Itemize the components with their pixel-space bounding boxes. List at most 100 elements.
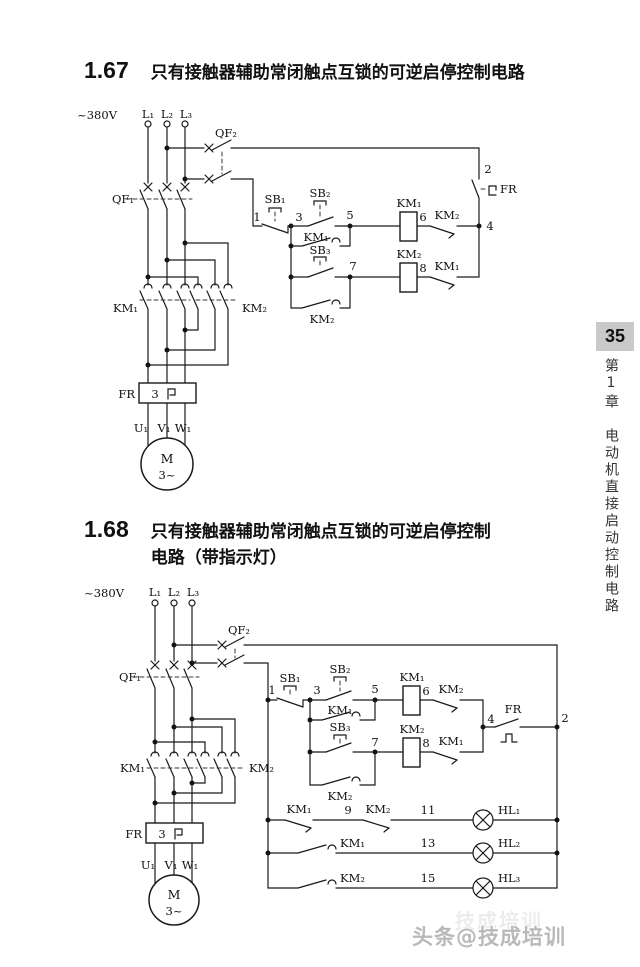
node-8: 8: [419, 261, 426, 275]
motor-168: U₁ V₁ W₁ M 3~: [141, 858, 200, 926]
motor-167: U₁ V₁ W₁ M 3~: [134, 421, 194, 491]
control-circuit-168: 1 SB₁ 3 SB₂ 5 KM: [265, 644, 569, 889]
km1-coil-label: KM₁: [400, 670, 425, 684]
thermal-relay-168: FR 3: [125, 822, 204, 844]
motor-m-label: M: [168, 887, 181, 902]
motor-phase-label: 3~: [166, 904, 183, 918]
km1-main-label: KM₁: [113, 301, 138, 315]
qf1-label: QF₁: [119, 670, 141, 684]
section-168-title-line2: 电路（带指示灯）: [150, 548, 287, 568]
km1-nc-label: KM₁: [435, 259, 460, 273]
qf1-label: QF₁: [112, 192, 134, 206]
node-11: 11: [421, 803, 436, 817]
km2-lamp-no-label: KM₂: [340, 871, 365, 885]
node-9: 9: [344, 803, 351, 817]
w1-label: W₁: [182, 858, 198, 872]
node-2: 2: [484, 162, 491, 176]
km1-coil-label: KM₁: [397, 196, 422, 210]
motor-phase-label: 3~: [159, 468, 176, 482]
fr-box-label: FR: [118, 387, 135, 401]
qf2-label: QF₂: [215, 126, 237, 140]
sb3-label: SB₃: [310, 243, 331, 257]
km1-main-label: KM₁: [120, 761, 145, 775]
main-wires-168: [154, 605, 193, 885]
voltage-label: ~380V: [84, 586, 125, 600]
phase-l1-label: L₁: [149, 585, 161, 599]
node-15: 15: [421, 871, 436, 885]
v1-label: V₁: [157, 421, 171, 435]
sb1-label: SB₁: [280, 671, 301, 685]
qf2-breaker-168: QF₂: [171, 623, 558, 701]
node-4: 4: [486, 219, 493, 233]
circuit-168: ~380V L₁ L₂ L₃: [84, 585, 569, 926]
u1-label: U₁: [134, 421, 148, 435]
km2-main-label: KM₂: [249, 761, 274, 775]
node-13: 13: [421, 836, 436, 850]
node-4: 4: [487, 712, 494, 726]
chapter-vertical-title: 第1章 电动机直接启动控制电路: [603, 358, 619, 615]
supply-terminals-167: ~380V L₁ L₂ L₃: [77, 107, 193, 128]
hl3-label: HL₃: [498, 871, 521, 885]
phase-l2-label: L₂: [168, 585, 180, 599]
fr-pole-count: 3: [151, 387, 158, 401]
km2-aux-label: KM₂: [310, 312, 335, 326]
lamp-circuit-168: KM₁ 9 KM₂ 11 HL₁ KM₁: [265, 699, 560, 899]
node-7: 7: [371, 735, 378, 749]
section-167-number: 1.67: [84, 57, 129, 83]
node-7: 7: [349, 259, 356, 273]
fr-box-label: FR: [125, 827, 142, 841]
km2-coil-label: KM₂: [397, 247, 422, 261]
km2-nc-label: KM₂: [435, 208, 460, 222]
km2-aux-label: KM₂: [328, 789, 353, 803]
phase-l3-label: L₃: [180, 107, 193, 121]
fr-contact-label: FR: [500, 182, 517, 196]
fr-contact-glyph-168: [500, 733, 518, 743]
km2-main-label: KM₂: [242, 301, 267, 315]
node-3: 3: [295, 210, 302, 224]
page-number: 35: [596, 322, 634, 351]
fr-heater-glyph: [174, 828, 183, 840]
fr-heater-glyph: [167, 388, 176, 400]
sb1-label: SB₁: [265, 192, 286, 206]
hl2-label: HL₂: [498, 836, 520, 850]
phase-l3-label: L₃: [187, 585, 200, 599]
control-circuit-167: 1 SB₁ 3 SB₂ 5 KM: [252, 147, 517, 326]
node-6: 6: [422, 684, 429, 698]
motor-m-label: M: [161, 451, 174, 466]
contactor-poles-168: KM₁ KM₂: [120, 716, 274, 806]
km2-lamp-nc-label: KM₂: [366, 802, 391, 816]
contactor-poles-167: KM₁ KM₂: [113, 240, 267, 368]
phase-l1-label: L₁: [142, 107, 154, 121]
thermal-relay-167: FR 3: [118, 382, 197, 404]
hl1-label: HL₁: [498, 803, 520, 817]
section-168-header: 1.68 只有接触器辅助常闭触点互锁的可逆启停控制 电路（带指示灯）: [84, 516, 604, 571]
u1-label: U₁: [141, 858, 155, 872]
sb3-label: SB₃: [330, 720, 351, 734]
watermark-echo: 技成培训: [455, 909, 543, 933]
section-167-header: 1.67 只有接触器辅助常闭触点互锁的可逆启停控制电路: [84, 57, 604, 86]
voltage-label: ~380V: [77, 108, 118, 122]
node-5: 5: [371, 682, 378, 696]
km1-lamp-nc-label: KM₁: [287, 802, 312, 816]
node-6: 6: [419, 210, 426, 224]
v1-label: V₁: [164, 858, 178, 872]
main-wires-167: [147, 126, 186, 447]
circuit-167: ~380V L₁ L₂ L₃: [77, 107, 517, 491]
node-1: 1: [268, 683, 275, 697]
node-5: 5: [346, 208, 353, 222]
section-168-title-line1: 只有接触器辅助常闭触点互锁的可逆启停控制: [150, 522, 491, 542]
sb2-label: SB₂: [310, 186, 331, 200]
phase-l2-label: L₂: [161, 107, 173, 121]
w1-label: W₁: [175, 421, 191, 435]
km1-lamp-no-label: KM₁: [340, 836, 365, 850]
section-168-number: 1.68: [84, 516, 129, 542]
sb2-label: SB₂: [330, 662, 351, 676]
qf1-breaker-168: QF₁: [119, 660, 200, 689]
node-8: 8: [422, 736, 429, 750]
fr-pole-count: 3: [158, 827, 165, 841]
km2-coil-label: KM₂: [400, 722, 425, 736]
fr-contact-label: FR: [505, 702, 522, 716]
section-168-title: 只有接触器辅助常闭触点互锁的可逆启停控制 电路（带指示灯）: [151, 519, 491, 571]
